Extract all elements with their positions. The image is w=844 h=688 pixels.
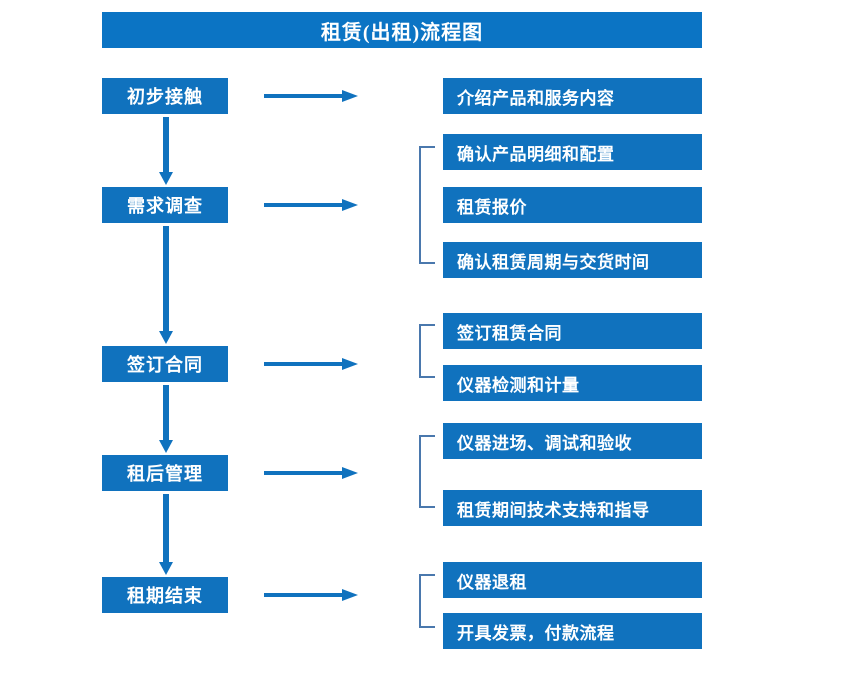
stage-box-requirement-survey[interactable]: 需求调查 xyxy=(102,187,228,223)
flow-arrow-right-4 xyxy=(264,465,360,481)
flow-arrow-right-2 xyxy=(264,197,360,213)
detail-box-confirm-lease-period[interactable]: 确认租赁周期与交货时间 xyxy=(443,242,702,278)
flow-arrow-down-4 xyxy=(159,494,173,575)
detail-box-instrument-return[interactable]: 仪器退租 xyxy=(443,562,702,598)
stage-box-initial-contact[interactable]: 初步接触 xyxy=(102,78,228,114)
stage-box-post-rental-management[interactable]: 租后管理 xyxy=(102,455,228,491)
flow-arrow-down-1 xyxy=(159,117,173,185)
detail-box-confirm-product-spec[interactable]: 确认产品明细和配置 xyxy=(443,134,702,170)
page-title: 租赁(出租)流程图 xyxy=(102,12,702,48)
group-bracket-sign-contract xyxy=(419,324,435,378)
group-bracket-post-rental-management xyxy=(419,435,435,508)
detail-box-technical-support[interactable]: 租赁期间技术支持和指导 xyxy=(443,490,702,526)
detail-box-introduce-products[interactable]: 介绍产品和服务内容 xyxy=(443,78,702,114)
detail-box-sign-lease-agreement[interactable]: 签订租赁合同 xyxy=(443,313,702,349)
detail-box-invoice-payment[interactable]: 开具发票，付款流程 xyxy=(443,613,702,649)
flow-arrow-down-3 xyxy=(159,385,173,453)
flow-arrow-down-2 xyxy=(159,226,173,344)
detail-box-instrument-delivery[interactable]: 仪器进场、调试和验收 xyxy=(443,423,702,459)
stage-box-sign-contract[interactable]: 签订合同 xyxy=(102,346,228,382)
group-bracket-requirement-survey xyxy=(419,146,435,264)
group-bracket-lease-end xyxy=(419,574,435,628)
flow-arrow-right-1 xyxy=(264,88,360,104)
detail-box-instrument-inspection[interactable]: 仪器检测和计量 xyxy=(443,365,702,401)
stage-box-lease-end[interactable]: 租期结束 xyxy=(102,577,228,613)
flow-arrow-right-5 xyxy=(264,587,360,603)
detail-box-rental-quotation[interactable]: 租赁报价 xyxy=(443,187,702,223)
flow-arrow-right-3 xyxy=(264,356,360,372)
